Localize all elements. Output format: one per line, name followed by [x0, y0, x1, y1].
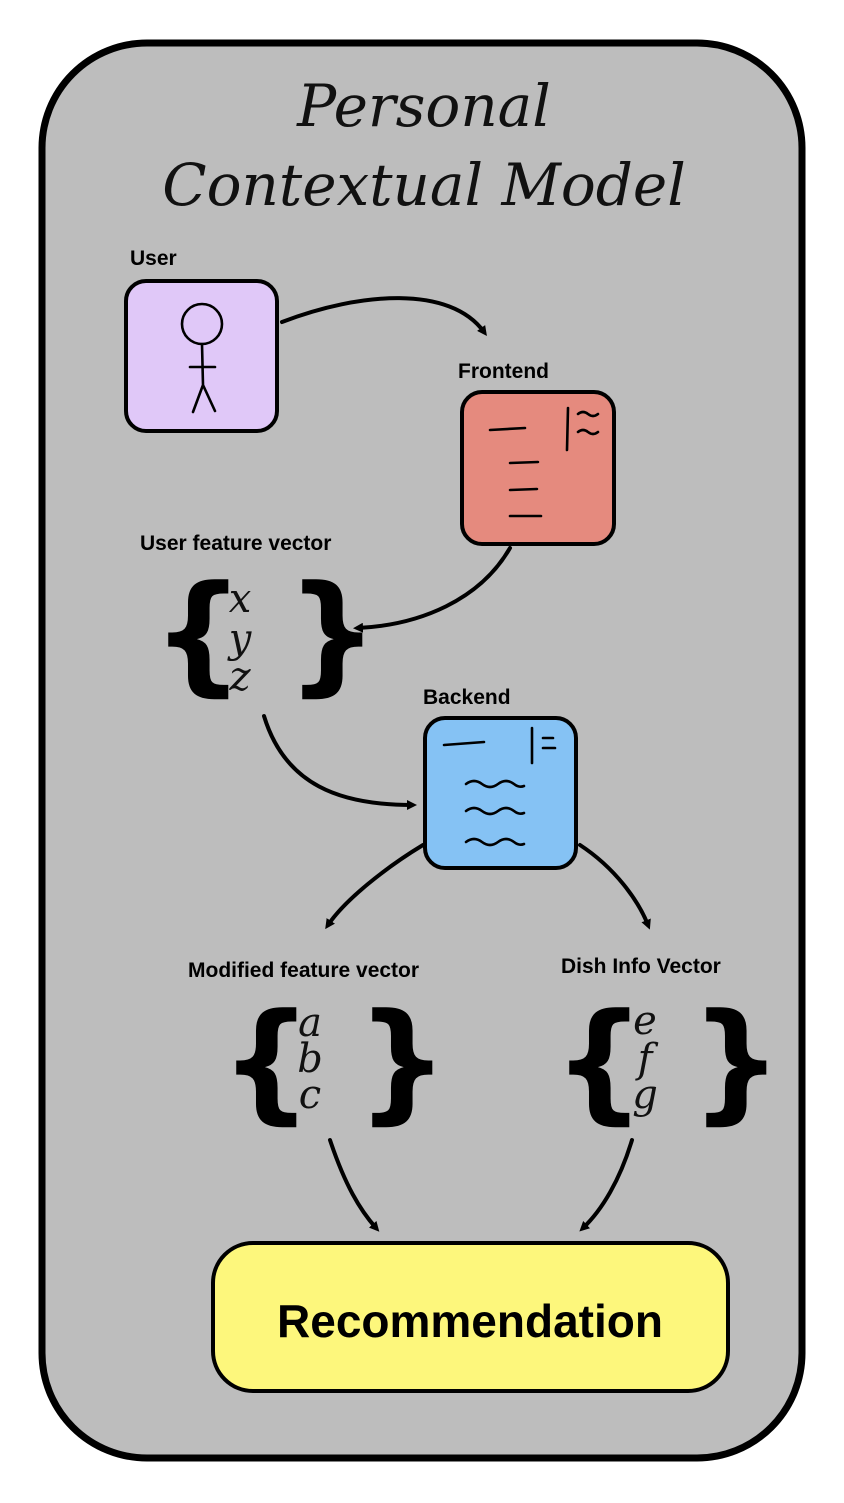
- recommendation-box: [211, 1241, 730, 1393]
- dish-vector-left-brace: {: [553, 985, 646, 1137]
- user-vector-item-x: x: [229, 576, 252, 622]
- modified-feature-vector-node: Modified feature vector { } a b c: [188, 959, 449, 1137]
- user-vector-item-y: y: [227, 616, 253, 662]
- backend-box: [423, 716, 578, 870]
- edge-modified-vector-to-recommendation: [328, 1138, 380, 1232]
- dish-info-vector-label: Dish Info Vector: [561, 955, 721, 978]
- modified-vector-right-brace: }: [356, 985, 449, 1137]
- document-scribble-icon: [442, 726, 557, 847]
- user-node: User: [124, 247, 279, 433]
- modified-vector-item-b: b: [297, 1036, 323, 1082]
- modified-vector-item-c: c: [299, 1072, 321, 1118]
- user-vector-left-brace: {: [152, 557, 245, 709]
- dish-vector-item-e: e: [633, 998, 657, 1044]
- edge-backend-to-dish-vector: [578, 843, 651, 930]
- dish-vector-item-g: g: [632, 1072, 658, 1118]
- dish-info-vector-node: Dish Info Vector { } e f g: [553, 955, 783, 1137]
- backend-node: Backend: [423, 686, 578, 870]
- edge-user-vector-to-backend: [262, 714, 417, 810]
- document-scribble-icon: [488, 406, 600, 518]
- recommendation-label: Recommendation: [277, 1295, 663, 1347]
- edge-frontend-to-user-vector: [353, 546, 512, 633]
- edges: [262, 296, 651, 1232]
- modified-vector-left-brace: {: [220, 985, 313, 1137]
- frontend-node: Frontend: [458, 360, 616, 546]
- modified-feature-vector-label: Modified feature vector: [188, 959, 419, 982]
- diagram-title-line2: Contextual Model: [162, 151, 686, 219]
- edge-dish-vector-to-recommendation: [579, 1138, 634, 1232]
- backend-label: Backend: [423, 686, 511, 709]
- user-feature-vector-label: User feature vector: [140, 532, 331, 555]
- frontend-label: Frontend: [458, 360, 549, 383]
- diagram-title-line1: Personal: [296, 72, 551, 140]
- edge-backend-to-modified-vector: [325, 843, 425, 930]
- recommendation-node: Recommendation: [211, 1241, 730, 1393]
- edge-user-to-frontend: [280, 296, 487, 337]
- user-label: User: [130, 247, 177, 270]
- dish-vector-right-brace: }: [690, 985, 783, 1137]
- user-vector-item-z: z: [228, 654, 251, 700]
- modified-vector-item-a: a: [298, 1000, 322, 1046]
- user-feature-vector-node: User feature vector { } x y z: [140, 532, 379, 709]
- stick-figure-icon: [180, 302, 224, 414]
- user-vector-right-brace: }: [286, 557, 379, 709]
